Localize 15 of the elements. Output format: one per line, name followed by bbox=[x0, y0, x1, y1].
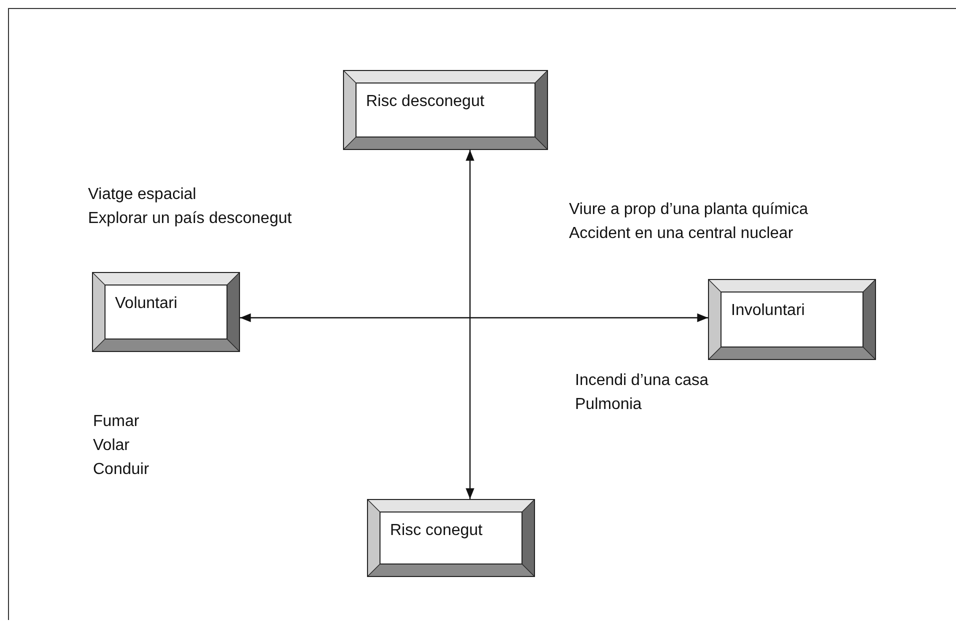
example-text: Pulmonia bbox=[575, 396, 642, 414]
double-arrow bbox=[466, 150, 474, 499]
example-text: Fumar bbox=[93, 413, 140, 431]
example-text: Viatge espacial bbox=[88, 186, 196, 204]
double-arrow bbox=[240, 313, 708, 322]
example-text: Incendi d’una casa bbox=[575, 372, 708, 390]
example-text: Viure a prop d’una planta química bbox=[569, 201, 808, 219]
box-label: Risc conegut bbox=[390, 522, 482, 540]
example-text: Accident en una central nuclear bbox=[569, 225, 794, 243]
box-label: Voluntari bbox=[115, 295, 178, 313]
box-label: Risc desconegut bbox=[366, 93, 484, 111]
example-text: Explorar un país desconegut bbox=[88, 210, 292, 228]
box-label: Involuntari bbox=[731, 302, 805, 320]
example-text: Volar bbox=[93, 437, 130, 455]
example-text: Conduir bbox=[93, 461, 150, 479]
